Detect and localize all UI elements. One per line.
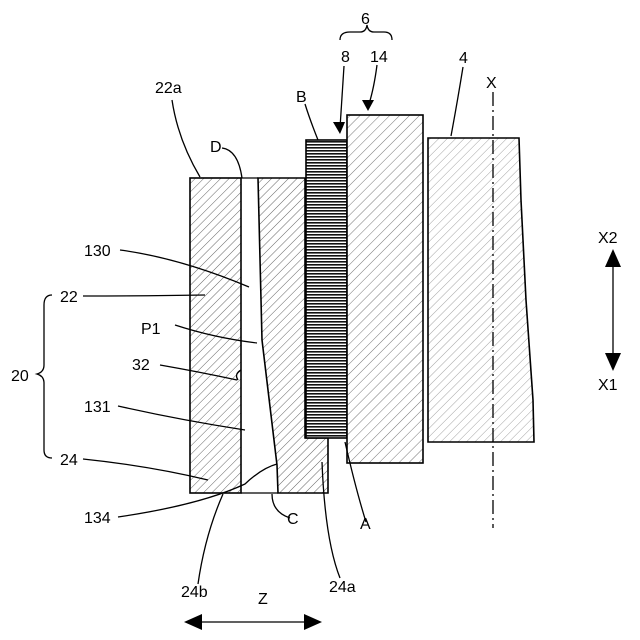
label-z: Z [258,591,268,608]
label-d: D [210,139,222,156]
label-131: 131 [84,399,111,416]
label-x1: X1 [598,377,618,394]
leader-14 [369,65,377,104]
part-8-layer [306,140,347,438]
label-22: 22 [60,289,78,306]
label-14: 14 [370,49,388,66]
leader-24b [198,494,223,584]
label-b: B [296,89,307,106]
leader-22a [172,100,200,177]
leader-d [222,148,242,178]
label-130: 130 [84,243,111,260]
part-14-block [347,115,423,463]
arrow-14 [362,100,374,111]
brace-20 [37,295,52,458]
leader-8 [340,66,344,128]
label-x2: X2 [598,230,618,247]
label-6: 6 [361,11,370,28]
label-20: 20 [11,368,29,385]
label-axis-x: X [486,75,497,92]
x2-arrow-head [605,249,621,267]
label-a: A [360,516,371,533]
label-24: 24 [60,452,78,469]
label-c: C [287,511,299,528]
leader-4 [451,67,463,136]
z-arrow-head-right [304,614,322,630]
leader-b [305,104,318,140]
leader-22 [83,295,205,296]
label-24a: 24a [329,579,356,596]
x1-arrow-head [605,353,621,371]
label-24b: 24b [181,584,208,601]
label-4: 4 [459,50,468,67]
label-134: 134 [84,510,111,527]
label-8: 8 [341,49,350,66]
arrow-8 [333,122,345,134]
label-32: 32 [132,357,150,374]
part-4-block [428,138,534,442]
label-22a: 22a [155,80,182,97]
z-arrow-head-left [184,614,202,630]
label-p1: P1 [141,321,161,338]
